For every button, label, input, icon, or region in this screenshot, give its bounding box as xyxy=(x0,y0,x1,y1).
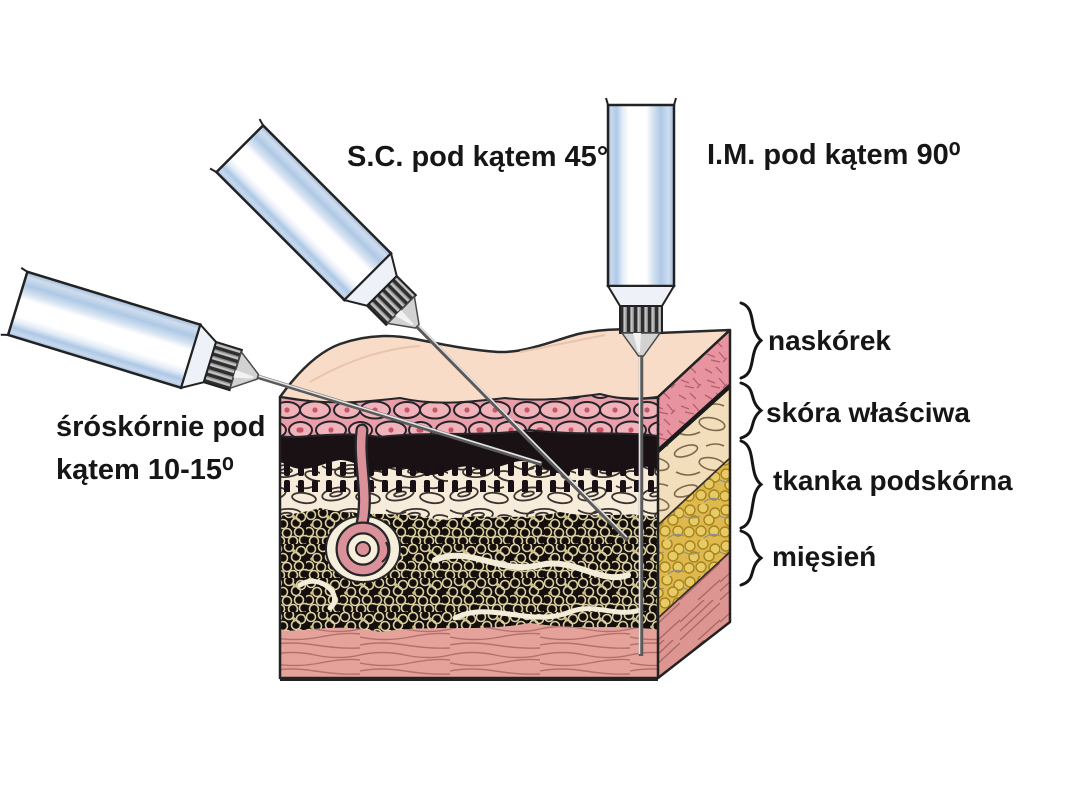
sc-injection-label: S.C. pod kątem 45° xyxy=(347,141,609,173)
layer-label-skora-wlasciwa: skóra właściwa xyxy=(766,397,970,428)
intradermal-injection-label: śróskórnie pod kątem 10-15⁰ xyxy=(56,406,266,492)
front-epidermis xyxy=(279,392,659,439)
side-fat xyxy=(658,458,730,618)
layer-label-naskorek: naskórek xyxy=(768,325,891,356)
im-injection-label: I.M. pod kątem 90⁰ xyxy=(707,139,961,171)
skin-block xyxy=(278,328,732,681)
im-syringe xyxy=(604,96,678,656)
side-face xyxy=(657,330,731,678)
intradermal-label-line2: kątem 10-15⁰ xyxy=(56,454,234,486)
brace-tkanka-podskorna xyxy=(739,439,764,530)
brace-skora-wlasciwa xyxy=(739,381,764,440)
front-muscle xyxy=(280,623,658,678)
intradermal-label-line1: śróskórnie pod xyxy=(56,411,266,443)
brace-naskorek xyxy=(739,301,764,380)
intradermal-syringe xyxy=(0,266,543,467)
front-face xyxy=(279,392,659,678)
sc-syringe xyxy=(208,117,630,542)
side-dermis xyxy=(658,389,730,525)
side-epidermis xyxy=(658,330,730,450)
brace-miesien xyxy=(739,529,764,587)
intradermal-needle xyxy=(251,372,543,467)
layer-label-tkanka-podskorna: tkanka podskórna xyxy=(773,465,1013,496)
sc-needle xyxy=(411,320,630,542)
layer-braces xyxy=(739,301,764,587)
sweat-gland xyxy=(325,423,401,583)
layer-label-miesien: mięsień xyxy=(772,541,877,572)
front-basal-teeth xyxy=(280,462,658,492)
side-muscle xyxy=(658,552,730,678)
